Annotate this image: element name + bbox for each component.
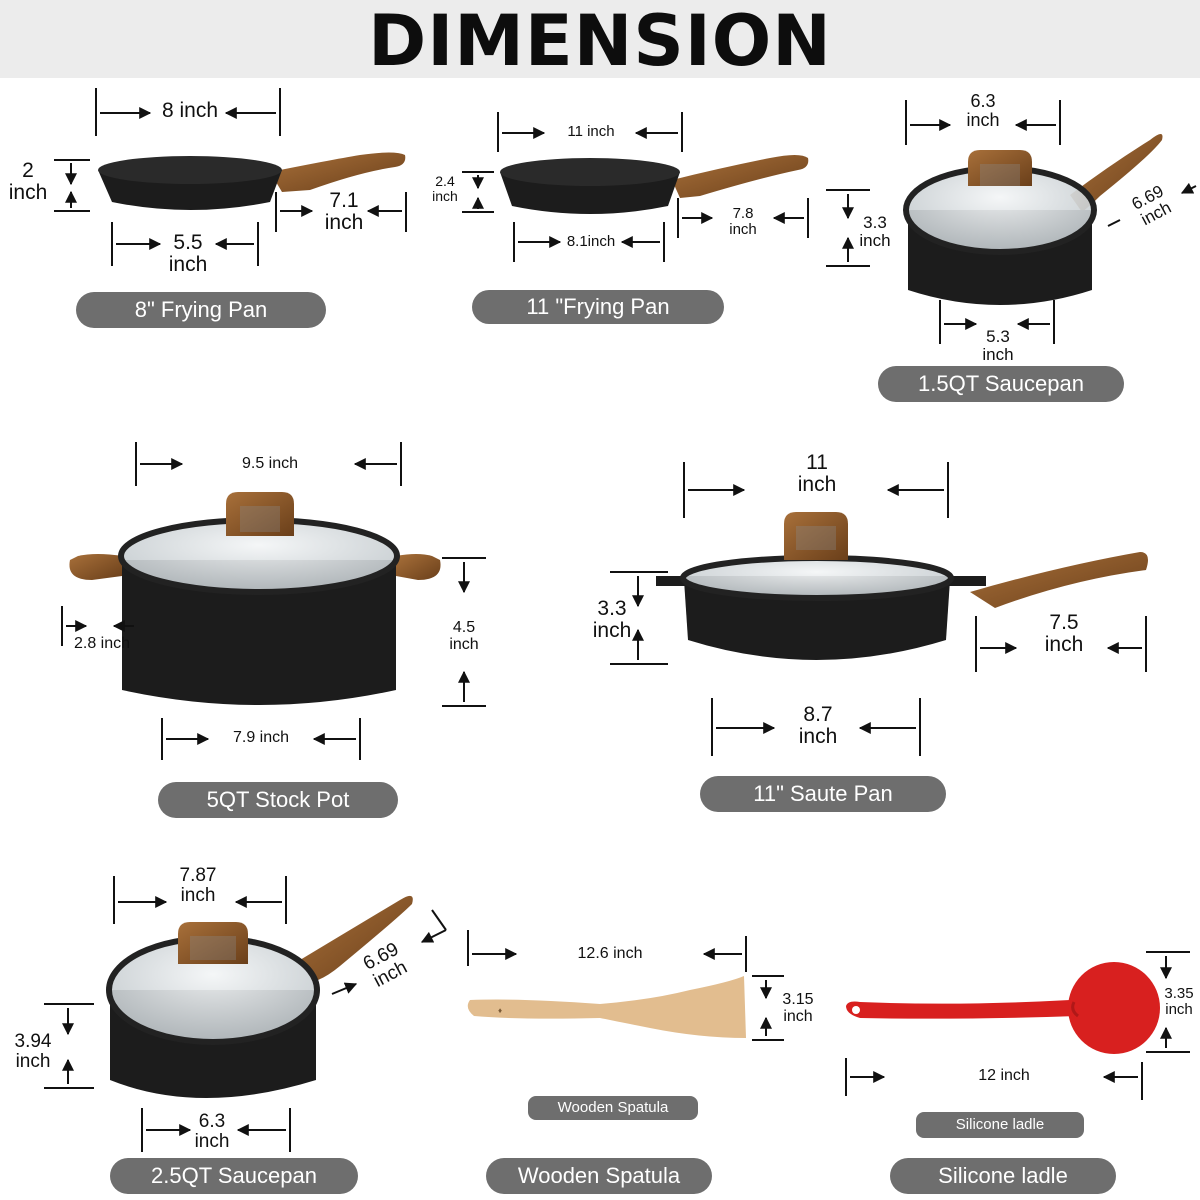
saute-pan-11-height-unit: inch [592, 619, 632, 643]
wooden-spatula-width-value: 3.15 [782, 991, 814, 1008]
saute-pan-11-height: 3.3 inch [584, 597, 640, 643]
frying-pan-11-label: 11 "Frying Pan [472, 290, 724, 324]
saucepan-2-5qt-height: 3.94 inch [4, 1032, 62, 1072]
frying-pan-11-height-value: 2.4 [435, 173, 455, 189]
saucepan-2-5qt-base-unit: inch [194, 1130, 230, 1152]
silicone-ladle-small-label: Silicone ladle [916, 1112, 1084, 1138]
saucepan-2-5qt-base: 6.3 inch [184, 1112, 240, 1152]
wooden-spatula-dimension-lines [467, 930, 784, 1041]
stock-pot-5qt-handle-width: 2.8 inch [73, 635, 131, 652]
frying-pan-8-dimension-lines [54, 88, 407, 266]
saucepan-2-5qt-dimension-lines [44, 876, 447, 1152]
frying-pan-8-base: 5.5 inch [156, 231, 220, 277]
wooden-spatula-small-label: Wooden Spatula [528, 1096, 698, 1120]
silicone-ladle-dimension-lines [845, 951, 1190, 1100]
frying-pan-8-height-value: 2 [22, 159, 34, 182]
stock-pot-5qt-height: 4.5 inch [440, 619, 488, 654]
frying-pan-11-top-width: 11 inch [567, 123, 615, 140]
saucepan-2-5qt-label: 2.5QT Saucepan [110, 1158, 358, 1194]
wooden-spatula-width-unit: inch [783, 1007, 813, 1025]
saute-pan-11-base-unit: inch [798, 725, 838, 749]
frying-pan-11-total-height-value: 3.3 [863, 213, 887, 232]
saucepan-1-5qt-base: 5.3 inch [970, 328, 1026, 364]
saucepan-2-5qt-height-value: 3.94 [14, 1031, 52, 1052]
saucepan-2-5qt-height-unit: inch [15, 1050, 51, 1072]
saucepan-1-5qt-base-value: 5.3 [986, 327, 1010, 346]
stock-pot-5qt-top-width: 9.5 inch [241, 455, 299, 472]
stock-pot-5qt-height-value: 4.5 [452, 619, 476, 636]
saucepan-1-5qt-illustration [903, 134, 1163, 305]
frying-pan-11-handle-unit: inch [729, 220, 757, 238]
wooden-spatula-illustration: ♦ [467, 976, 746, 1038]
saucepan-1-5qt-dimension-lines [905, 100, 1197, 344]
frying-pan-8-height: 2 inch [2, 159, 54, 205]
stock-pot-5qt-illustration [69, 492, 441, 705]
saucepan-1-5qt-label: 1.5QT Saucepan [878, 366, 1124, 402]
frying-pan-11-total-height-unit: inch [859, 230, 891, 250]
wooden-spatula-length: 12.6 inch [577, 945, 643, 962]
frying-pan-8-handle-unit: inch [324, 211, 364, 235]
saucepan-1-5qt-top-value: 6.3 [970, 91, 996, 111]
page-title: DIMENSION [368, 0, 832, 82]
frying-pan-11-handle-value: 7.8 [732, 205, 754, 222]
wooden-spatula-label: Wooden Spatula [486, 1158, 712, 1194]
saute-pan-11-dimension-lines [610, 462, 1147, 756]
frying-pan-8-height-unit: inch [8, 181, 48, 205]
saucepan-2-5qt-base-value: 6.3 [198, 1111, 226, 1132]
frying-pan-11-handle: 7.8 inch [716, 206, 770, 238]
saute-pan-11-top-value: 11 [806, 451, 828, 474]
stock-pot-5qt-height-unit: inch [449, 635, 479, 653]
saute-pan-11-handle: 7.5 inch [1028, 611, 1100, 657]
saucepan-1-5qt-base-unit: inch [982, 344, 1014, 364]
saucepan-1-5qt-top: 6.3 inch [956, 92, 1010, 130]
saucepan-2-5qt-top-value: 7.87 [179, 865, 217, 886]
frying-pan-8-base-unit: inch [168, 253, 208, 277]
frying-pan-8-label: 8" Frying Pan [76, 292, 326, 328]
saute-pan-11-top: 11 inch [782, 451, 852, 497]
frying-pan-11-height-unit: inch [432, 187, 458, 204]
saute-pan-11-handle-value: 7.5 [1049, 611, 1079, 634]
silicone-ladle-label: Silicone ladle [890, 1158, 1116, 1194]
frying-pan-8-base-value: 5.5 [173, 231, 203, 254]
silicone-ladle-length: 12 inch [978, 1067, 1030, 1084]
silicone-ladle-width: 3.35 inch [1158, 986, 1200, 1018]
frying-pan-11-illustration [500, 155, 809, 214]
saute-pan-11-illustration [656, 512, 1148, 660]
frying-pan-8-illustration [98, 152, 406, 210]
frying-pan-11-base-width: 8.1inch [566, 233, 616, 250]
wooden-spatula-width: 3.15 inch [774, 991, 822, 1026]
saucepan-2-5qt-top-unit: inch [180, 884, 216, 906]
saute-pan-11-top-unit: inch [797, 473, 837, 497]
saute-pan-11-base: 8.7 inch [782, 703, 854, 749]
frying-pan-8-top-width: 8 inch [161, 99, 219, 122]
header-band [0, 0, 1200, 78]
frying-pan-11-height: 2.4 inch [424, 174, 466, 203]
frying-pan-11-dimension-lines [462, 112, 870, 267]
frying-pan-8-handle-value: 7.1 [329, 189, 359, 212]
saute-pan-11-handle-unit: inch [1044, 633, 1084, 657]
saute-pan-11-height-value: 3.3 [597, 597, 627, 620]
stock-pot-5qt-dimension-lines [61, 442, 486, 760]
silicone-ladle-width-value: 3.35 [1164, 985, 1194, 1002]
saucepan-2-5qt-top: 7.87 inch [166, 866, 230, 906]
silicone-ladle-illustration [846, 962, 1160, 1054]
svg-text:♦: ♦ [498, 1006, 502, 1015]
stock-pot-5qt-label: 5QT Stock Pot [158, 782, 398, 818]
frying-pan-8-handle: 7.1 inch [312, 189, 376, 235]
saucepan-1-5qt-top-unit: inch [966, 109, 1000, 130]
stock-pot-5qt-base-width: 7.9 inch [232, 729, 290, 746]
saute-pan-11-label: 11" Saute Pan [700, 776, 946, 812]
saucepan-2-5qt-illustration [106, 895, 413, 1098]
saute-pan-11-base-value: 8.7 [803, 703, 833, 726]
frying-pan-11-total-height: 3.3 inch [852, 214, 898, 250]
silicone-ladle-width-unit: inch [1165, 1000, 1193, 1018]
